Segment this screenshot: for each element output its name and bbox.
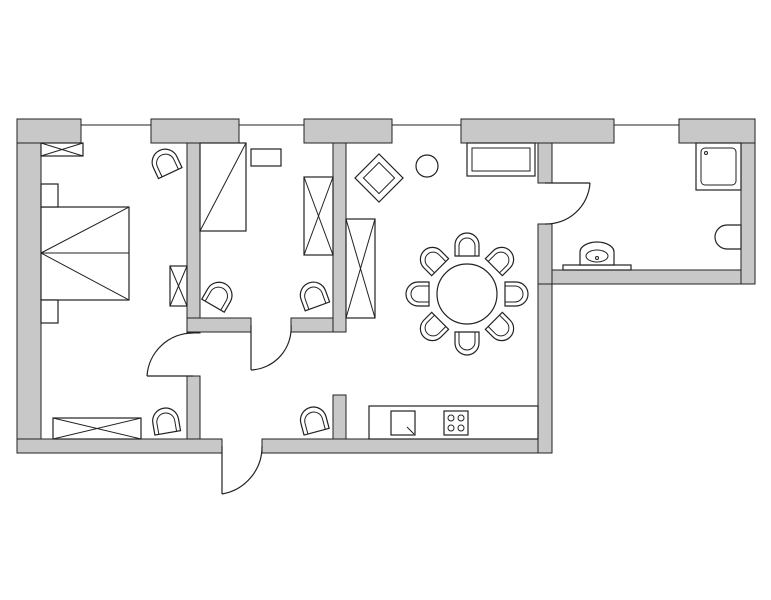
wall-hall-kitchen-stub bbox=[332, 394, 347, 440]
outer-wall-right-lower bbox=[537, 269, 553, 454]
chair-icon bbox=[151, 148, 183, 180]
chair-icon bbox=[200, 281, 233, 313]
kitchen bbox=[368, 405, 539, 440]
stove-icon bbox=[443, 410, 469, 436]
double-bed-icon bbox=[40, 183, 130, 324]
chair-icon bbox=[454, 331, 480, 356]
door-swing-icon bbox=[544, 182, 591, 225]
living-room bbox=[345, 142, 536, 356]
study bbox=[199, 142, 334, 313]
bedroom bbox=[40, 142, 188, 440]
bathroom bbox=[562, 142, 742, 271]
outer-wall-left bbox=[16, 118, 42, 454]
chair-icon bbox=[299, 281, 331, 312]
wall-bedroom-hall-lower bbox=[186, 375, 201, 440]
top-pier-1 bbox=[16, 118, 82, 144]
wardrobe-icon bbox=[303, 176, 334, 256]
door-swing-icon bbox=[250, 324, 292, 371]
shower-tray-icon bbox=[695, 142, 742, 191]
round-dining-table-icon bbox=[436, 263, 498, 325]
top-pier-2 bbox=[150, 118, 240, 144]
wall-study-bottom-left bbox=[186, 317, 252, 333]
outer-wall-right-step bbox=[537, 269, 756, 285]
outer-wall-bottom-right bbox=[261, 438, 553, 454]
chair-icon bbox=[152, 407, 182, 436]
wall-living-bath-lower bbox=[537, 223, 553, 285]
wall-living-bath-upper bbox=[537, 142, 553, 184]
chair-icon bbox=[299, 406, 330, 436]
chair-icon bbox=[419, 246, 450, 277]
wardrobe-icon bbox=[40, 142, 84, 157]
wall-study-living bbox=[332, 142, 347, 333]
outer-wall-right-upper bbox=[740, 118, 756, 285]
chair-icon bbox=[405, 281, 430, 307]
armchair-icon bbox=[354, 153, 404, 203]
doors bbox=[146, 182, 591, 495]
sink-icon bbox=[390, 410, 416, 436]
top-pier-4 bbox=[460, 118, 615, 144]
wall-bedroom-study bbox=[186, 142, 201, 334]
wardrobe-icon bbox=[345, 218, 376, 319]
walls bbox=[16, 118, 756, 454]
chair-icon bbox=[419, 311, 450, 342]
outer-wall-bottom-left bbox=[16, 438, 223, 454]
top-pier-3 bbox=[303, 118, 393, 144]
dining-area bbox=[405, 232, 529, 356]
wardrobe-icon bbox=[52, 417, 142, 440]
hall bbox=[299, 406, 330, 436]
chair-icon bbox=[454, 232, 480, 257]
door-swing-icon bbox=[146, 332, 194, 377]
sideboard bbox=[466, 142, 536, 177]
top-pier-5 bbox=[678, 118, 756, 144]
washbasin-icon bbox=[562, 241, 632, 271]
chair-icon bbox=[484, 311, 515, 342]
chair-icon bbox=[504, 281, 529, 307]
door-swing-icon bbox=[221, 445, 263, 495]
small-shelf bbox=[250, 148, 282, 167]
side-table bbox=[415, 154, 439, 178]
wardrobe-icon bbox=[169, 265, 188, 307]
chair-icon bbox=[484, 246, 515, 277]
desk-icon bbox=[199, 142, 247, 232]
toilet-icon bbox=[714, 224, 742, 250]
